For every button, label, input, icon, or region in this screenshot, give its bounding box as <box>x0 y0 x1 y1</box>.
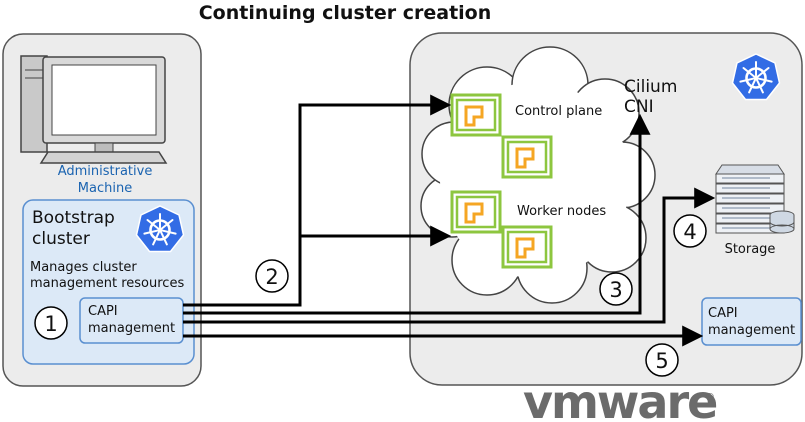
bootstrap-desc-line1: Manages cluster <box>30 260 137 275</box>
capi-remote-box <box>701 297 802 346</box>
step-4-badge <box>673 214 707 248</box>
computer-icon <box>20 55 168 164</box>
capi-local-line2: management <box>88 321 175 336</box>
capi-remote-line2: management <box>708 323 795 338</box>
step-2-badge <box>255 259 289 293</box>
step-3-badge <box>599 272 633 306</box>
diagram-title: Continuing cluster creation <box>199 2 492 24</box>
control-plane-label: Control plane <box>515 104 602 119</box>
capi-local-line1: CAPI <box>88 304 118 319</box>
worker-node-1 <box>450 190 502 234</box>
step-2-number: 2 <box>265 265 278 289</box>
capi-remote-line1: CAPI <box>708 306 738 321</box>
control-plane-node-2 <box>501 135 553 179</box>
admin-machine-label-line1: Administrative <box>58 164 153 179</box>
control-plane-node-1 <box>450 93 502 137</box>
step-4-number: 4 <box>683 220 696 244</box>
arrow-to-control-plane <box>183 94 452 307</box>
worker-node-2 <box>501 225 553 269</box>
bootstrap-desc-line2: management resources <box>30 276 184 291</box>
cilium-label-line2: CNI <box>624 97 654 117</box>
storage-label: Storage <box>725 242 776 257</box>
storage-server-icon <box>715 164 795 234</box>
step-3-number: 3 <box>609 278 622 302</box>
bootstrap-title-line2: cluster <box>32 229 90 249</box>
arrow-to-storage <box>183 187 716 324</box>
registered-mark: ® <box>705 392 715 403</box>
vmware-logo: vmware <box>523 375 716 422</box>
step-1-badge <box>34 306 68 340</box>
bootstrap-title-line1: Bootstrap <box>32 208 115 228</box>
step-1-number: 1 <box>44 312 57 336</box>
arrow-to-cilium <box>183 113 651 315</box>
admin-machine-label-line2: Machine <box>78 181 132 196</box>
cilium-label-line1: Cilium <box>624 77 677 97</box>
worker-nodes-label: Worker nodes <box>517 204 606 219</box>
step-5-number: 5 <box>655 349 668 373</box>
step-5-badge <box>645 343 679 377</box>
